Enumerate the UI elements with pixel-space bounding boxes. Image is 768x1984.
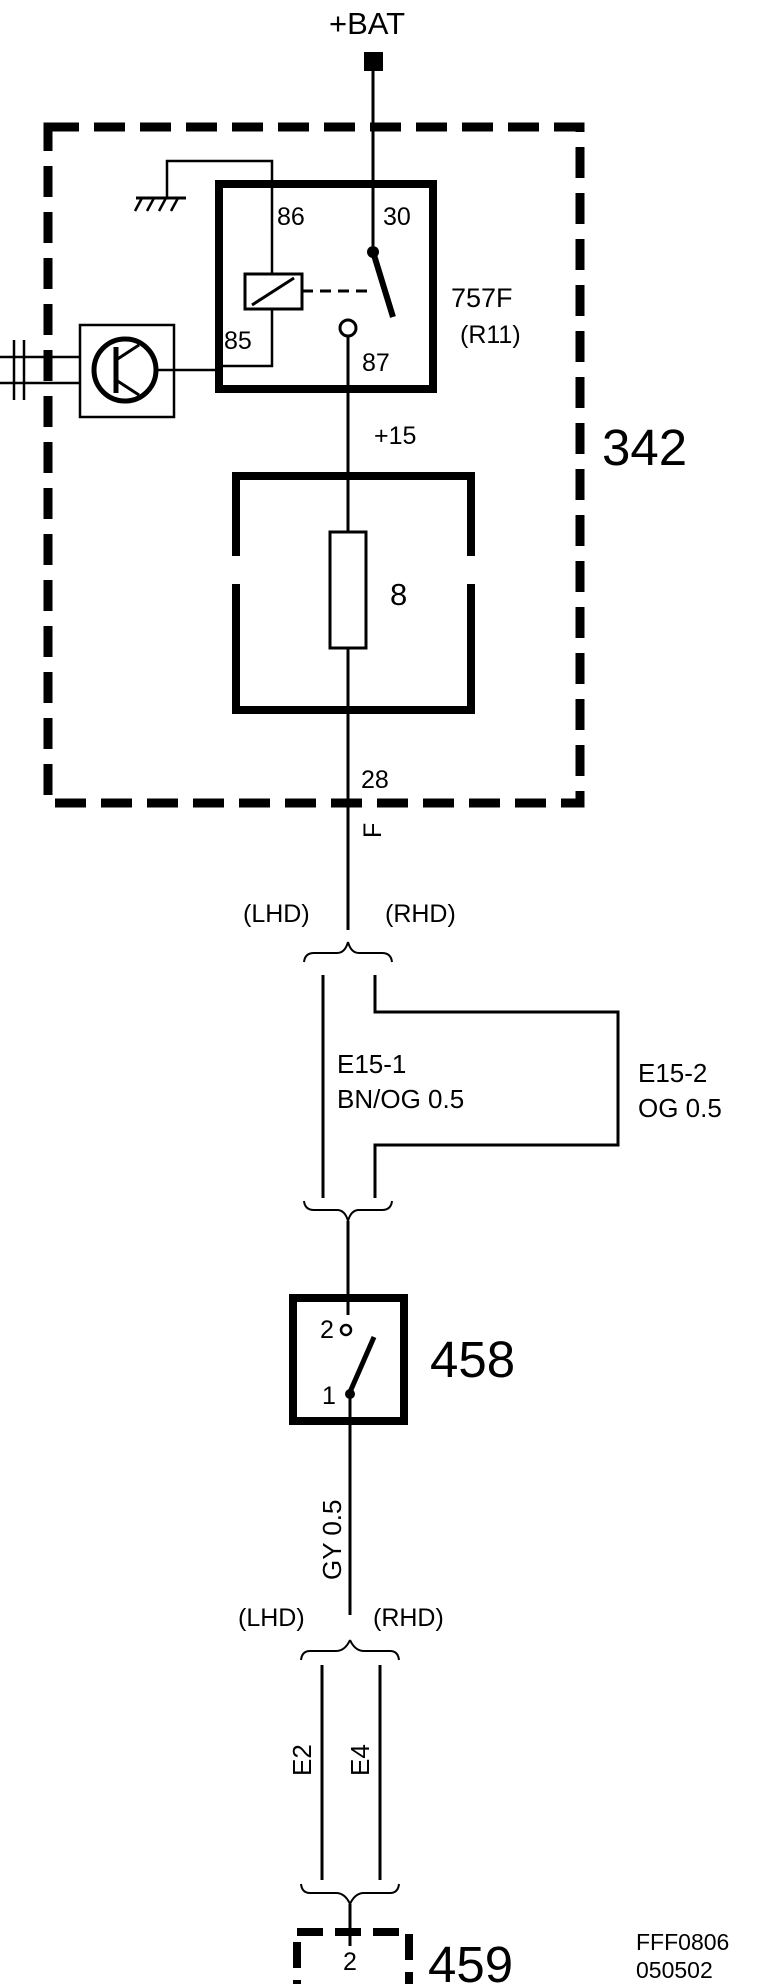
module-342-boundary	[43, 122, 585, 808]
fuse-output-pin: 28	[361, 766, 389, 794]
split2-bottom-brace	[300, 1883, 400, 1905]
doc-code: FFF0806	[636, 1929, 729, 1955]
battery-label: +BAT	[329, 6, 405, 41]
split1-top-brace	[303, 941, 393, 963]
wire-rhd-spec: OG 0.5	[638, 1093, 722, 1123]
switch-pin-1: 1	[322, 1382, 336, 1410]
split2-lhd-label: (LHD)	[238, 1604, 305, 1632]
relay-switch-icon	[302, 246, 396, 389]
relay-id: 757F	[451, 283, 513, 313]
wire-rhd-id: E15-2	[638, 1058, 707, 1088]
wire-e4-label: E4	[345, 1744, 375, 1776]
split1-bottom-brace	[303, 1200, 393, 1222]
split1-lhd-label: (LHD)	[243, 900, 310, 928]
split1-rhd-label: (RHD)	[385, 900, 456, 928]
component-id: 459	[428, 1936, 513, 1984]
doc-date: 050502	[636, 1957, 713, 1983]
component-459-box	[293, 1928, 413, 1984]
relay-757f-box	[215, 180, 437, 393]
wire-lhd-id: E15-1	[337, 1049, 406, 1079]
ground-icon	[133, 159, 274, 230]
circuit-15-label: +15	[374, 422, 416, 450]
battery-terminal	[364, 52, 383, 71]
relay-pin-85: 85	[224, 327, 252, 355]
relay-pin-86: 86	[277, 203, 305, 231]
transistor-icon	[0, 323, 219, 419]
wire-switch-spec: GY 0.5	[317, 1500, 347, 1580]
wire-lhd-spec: BN/OG 0.5	[337, 1084, 464, 1114]
module-id: 342	[602, 419, 687, 476]
switch-id: 458	[430, 1331, 515, 1388]
relay-pin-30: 30	[383, 203, 411, 231]
relay-pin-87: 87	[362, 349, 390, 377]
relay-ref: (R11)	[460, 321, 521, 349]
fuse-icon	[328, 530, 368, 650]
wire-e2-label: E2	[287, 1744, 317, 1776]
fuse-holder	[232, 472, 475, 714]
component-pin: 2	[343, 1948, 357, 1976]
fuse-number: 8	[390, 577, 407, 612]
wire-e15-2	[373, 975, 620, 1198]
split2-top-brace	[300, 1639, 400, 1661]
split2-rhd-label: (RHD)	[373, 1604, 444, 1632]
fuse-output-connector: F	[359, 823, 387, 838]
switch-icon	[339, 1323, 377, 1399]
switch-pin-2: 2	[320, 1316, 334, 1344]
